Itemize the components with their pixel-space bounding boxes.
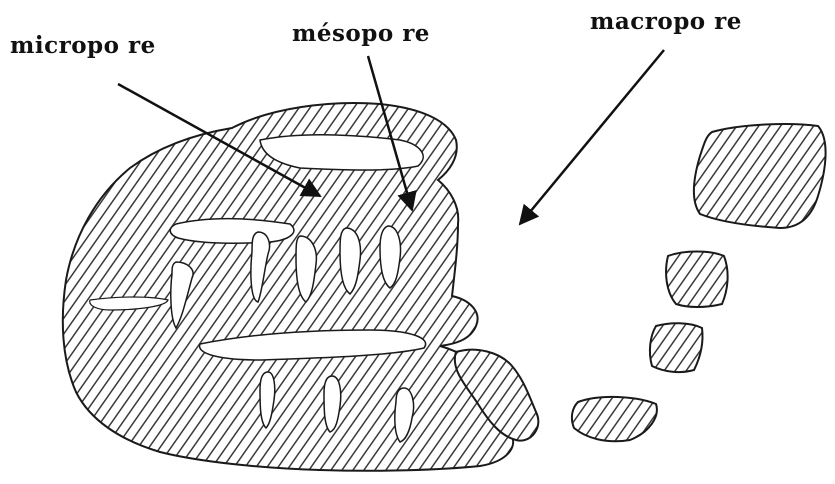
macropore-label: macropo re [590, 8, 742, 35]
pore-channel-a [170, 219, 294, 243]
micropore-label: micropo re [10, 32, 156, 59]
fragment-top-right [694, 124, 826, 228]
macropore-arrow [520, 50, 664, 224]
mesopore-label: mésopo re [292, 20, 430, 47]
fragment-bottom [572, 397, 657, 441]
detached-fragments [572, 124, 826, 441]
main-grain [63, 103, 539, 471]
fragment-lower-right [650, 323, 703, 372]
fragment-mid-right [666, 252, 728, 308]
